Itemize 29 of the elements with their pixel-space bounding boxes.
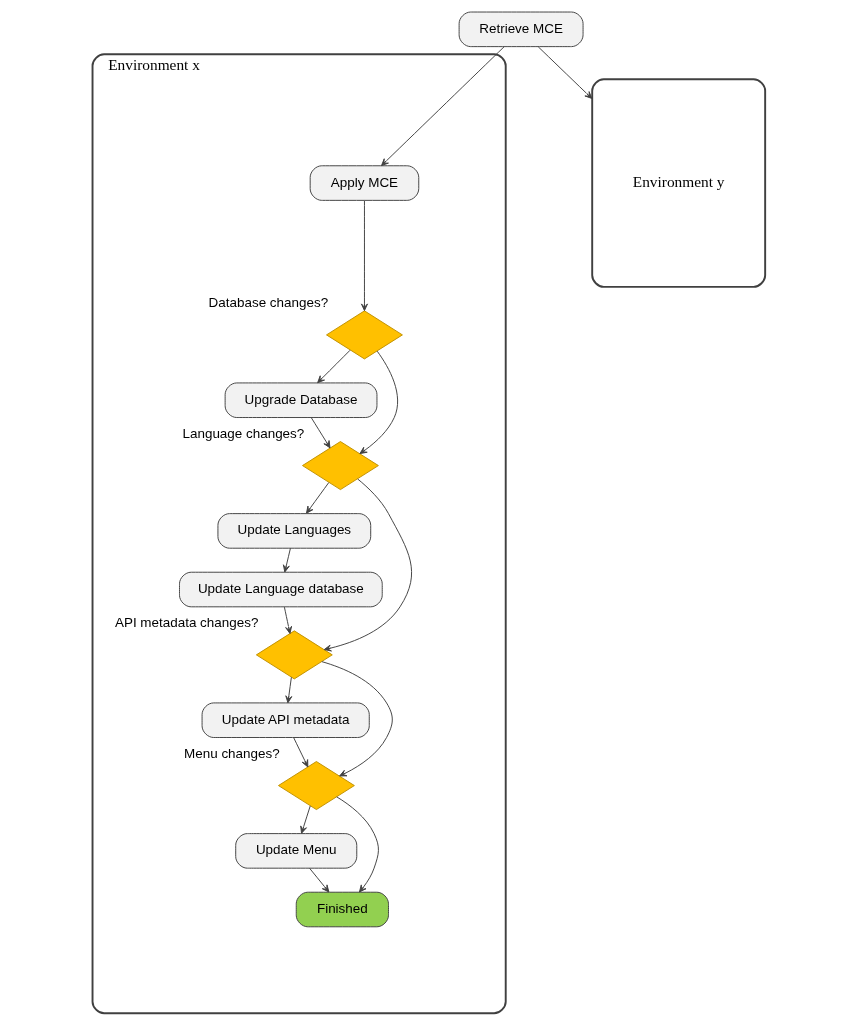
node-box: Environment y [591, 78, 767, 288]
arrow [285, 676, 293, 704]
node-box: Retrieve MCE [458, 11, 584, 48]
arrow [359, 350, 399, 455]
arrow [310, 417, 331, 449]
node-box: Update Languages [217, 513, 372, 549]
arrow [293, 737, 309, 768]
arrow [323, 478, 413, 652]
arrow [317, 349, 351, 384]
node-diamond [326, 310, 403, 360]
node-label: API metadata changes? [114, 615, 259, 631]
arrow [300, 805, 311, 834]
arrow [282, 547, 291, 573]
node-box: Update Menu [235, 833, 358, 869]
arrow [283, 606, 293, 634]
node-label: Menu changes? [184, 745, 280, 761]
node-box: Upgrade Database [224, 382, 378, 418]
arrow [537, 46, 593, 99]
arrow [336, 796, 379, 893]
arrow [360, 200, 368, 312]
node-label: Language changes? [182, 425, 305, 441]
node-box: Finished [295, 891, 389, 928]
node-box: Update Language database [179, 571, 383, 608]
node-label: Database changes? [208, 295, 329, 311]
arrow [321, 661, 393, 777]
arrow [309, 867, 330, 893]
node-box: Update API metadata [201, 702, 370, 738]
node-box: Apply MCE [309, 165, 420, 201]
arrow [305, 482, 330, 514]
